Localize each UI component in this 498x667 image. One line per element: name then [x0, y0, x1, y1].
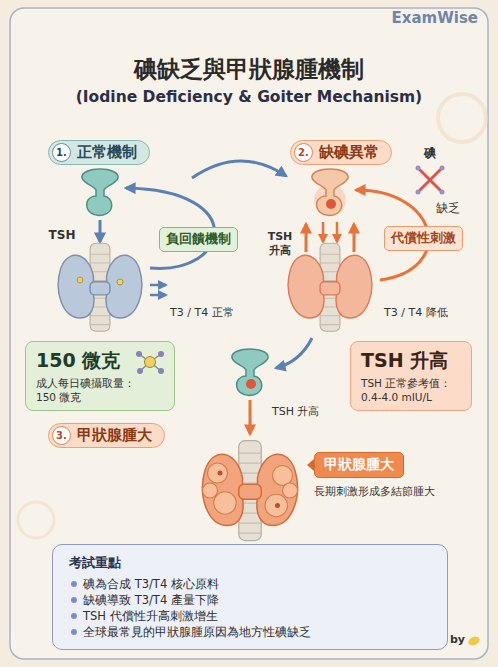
summary-point: 缺碘導致 T3/T4 產量下降	[69, 592, 431, 608]
tsh-arrow	[99, 220, 102, 242]
node-box: TSH 升高TSH 正常參考值：0.4-4.0 mIU/L	[350, 341, 472, 411]
down-arrow	[322, 222, 325, 242]
step-number: 3.	[52, 426, 71, 445]
info-body: TSH 正常參考值：0.4-4.0 mIU/L	[361, 376, 461, 404]
pituitary-gland	[232, 349, 268, 395]
summary-point: 全球最常見的甲狀腺腫原因為地方性碘缺乏	[69, 624, 431, 640]
pituitary-gland	[82, 169, 118, 215]
section-heading: 正常機制	[77, 143, 137, 162]
summary-heading: 考試重點	[69, 554, 431, 572]
thyroid-gland	[58, 243, 142, 331]
node-box: 2. 缺碘異常	[290, 140, 392, 165]
down-arrow	[336, 222, 339, 242]
stain	[18, 502, 54, 538]
transition-arrow	[276, 338, 312, 368]
up-arrow	[353, 224, 356, 252]
summary-point: TSH 代償性升高刺激增生	[69, 608, 431, 624]
signal-label: TSH	[49, 228, 76, 242]
node-box: 負回饋機制	[159, 227, 238, 252]
info-body: 成人每日碘攝取量：150 微克	[36, 376, 148, 404]
section-heading: 甲狀腺腫大	[77, 426, 152, 445]
up-arrow	[305, 224, 308, 252]
tsh-arrow	[249, 400, 252, 434]
summary-point: 碘為合成 T3/T4 核心原料	[69, 576, 431, 592]
signal-label: TSH 升高	[272, 404, 319, 419]
molecule-icon	[134, 349, 166, 379]
goiter	[203, 441, 298, 541]
info-heading: TSH 升高	[361, 348, 461, 374]
iodine-dot	[77, 277, 83, 283]
node-box: 1. 正常機制	[48, 140, 150, 165]
tag-text: 負回饋機制	[166, 231, 231, 246]
hormone-arrow	[150, 284, 166, 287]
hormone-arrow	[150, 294, 166, 297]
iodine-cross	[416, 166, 445, 195]
node-box: 150 微克成人每日碘攝取量：150 微克	[25, 341, 175, 411]
signature: by	[450, 633, 465, 646]
section-heading: 缺碘異常	[319, 143, 379, 162]
pituitary-gland	[312, 169, 348, 215]
stain	[438, 94, 486, 142]
info-heading: 150 微克	[36, 348, 164, 374]
panel-border	[10, 8, 488, 659]
node-box: 代償性刺激	[384, 226, 463, 251]
node-box: 考試重點碘為合成 T3/T4 核心原料缺碘導致 T3/T4 產量下降TSH 代償…	[52, 544, 448, 650]
tag-text: 代償性刺激	[391, 230, 456, 245]
transition-arrow	[192, 161, 286, 178]
node-box: 3. 甲狀腺腫大	[48, 423, 165, 448]
step-number: 1.	[52, 143, 71, 162]
hormone-label: T3 / T4 降低	[384, 305, 448, 320]
signature-icon	[467, 635, 481, 647]
step-number: 2.	[294, 143, 313, 162]
node-box: 甲狀腺腫大長期刺激形成多結節腫大	[314, 452, 435, 499]
element-label: 碘	[424, 145, 436, 162]
callout-note: 長期刺激形成多結節腫大	[314, 485, 435, 499]
title-text: 碘缺乏與甲狀腺腫機制	[0, 54, 498, 85]
hormone-label: T3 / T4 正常	[170, 305, 234, 320]
state-label: 缺乏	[436, 200, 460, 217]
signal-label: TSH 升高	[263, 230, 297, 258]
callout-heading: 甲狀腺腫大	[314, 452, 404, 478]
active-spot	[246, 379, 256, 389]
thyroid-gland	[288, 243, 372, 331]
iodine-dot	[117, 279, 123, 285]
subtitle: (Iodine Deficiency & Goiter Mechanism)	[76, 88, 422, 106]
brand-mark: ExamWise	[392, 9, 478, 27]
active-spot	[326, 199, 336, 209]
